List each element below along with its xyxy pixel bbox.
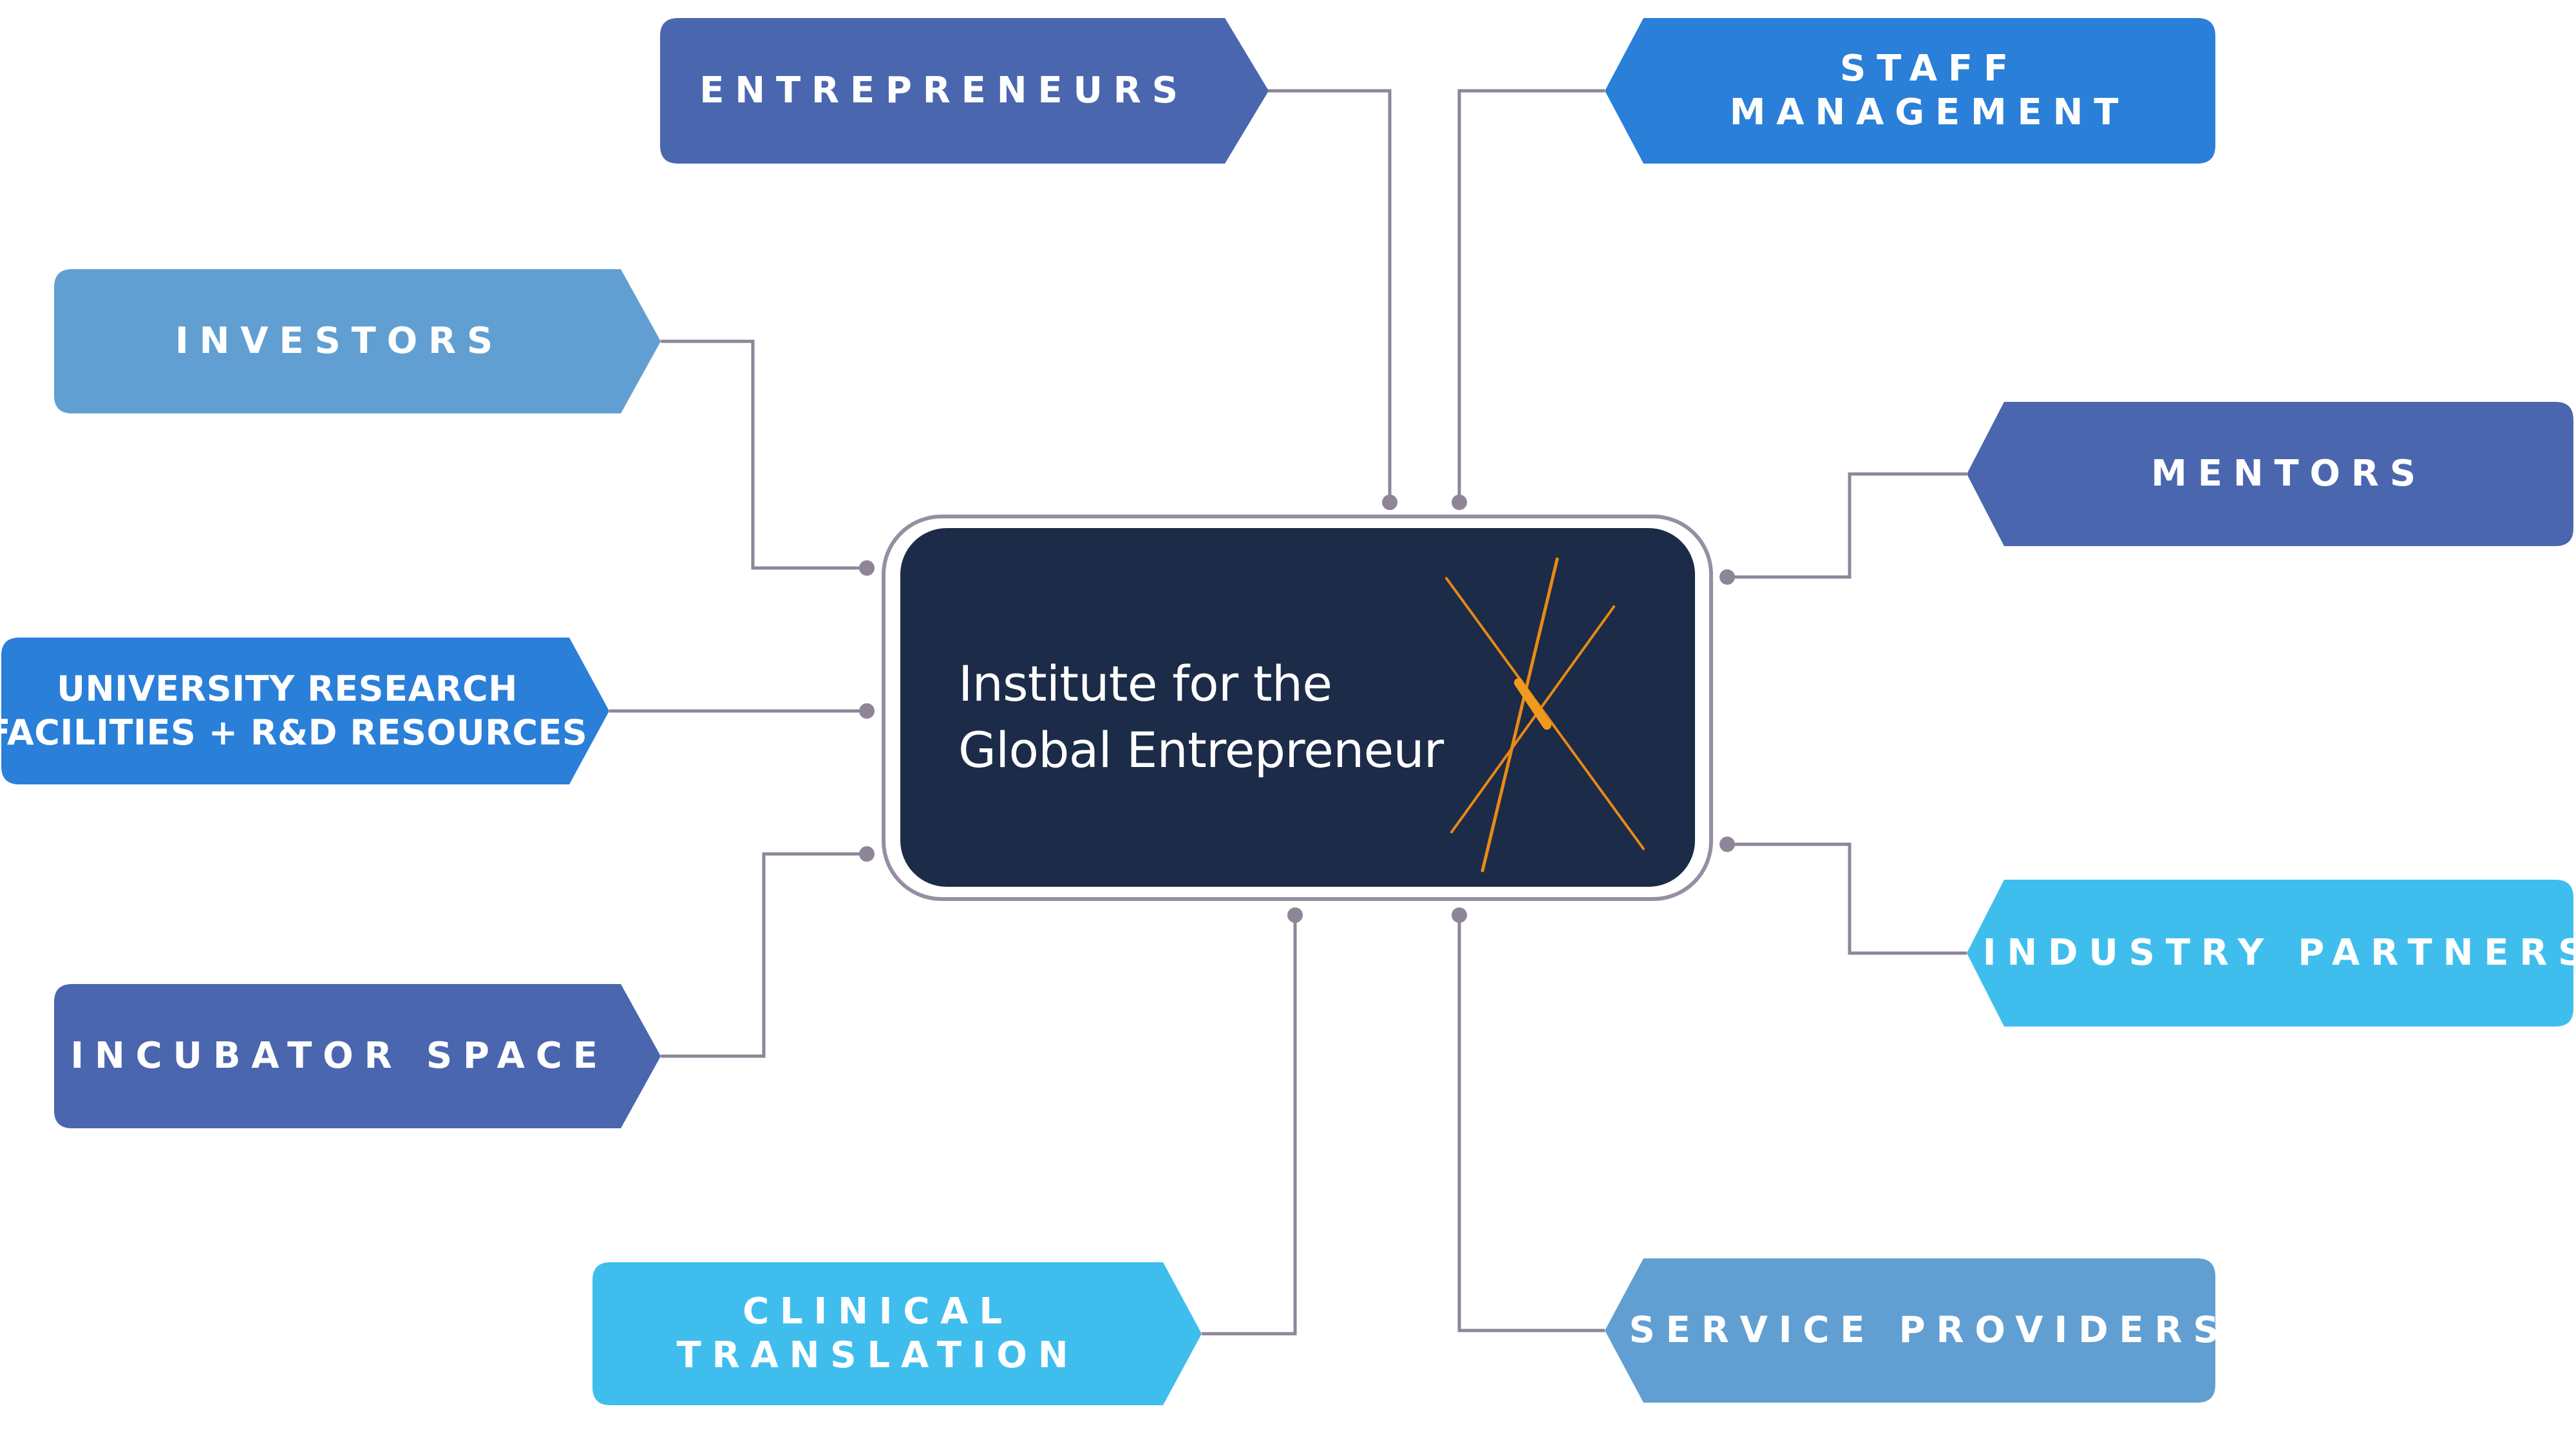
connector-mentors: [1727, 472, 1967, 579]
node-staff-management: [1605, 18, 2215, 164]
connector-dots: [859, 495, 1735, 923]
node-university: [1, 638, 609, 784]
connector-dot: [1719, 569, 1735, 585]
connector-dot: [1287, 907, 1303, 923]
connector-clinical-translation: [1202, 915, 1297, 1336]
connector-dot: [1719, 837, 1735, 852]
node-service-providers: [1605, 1258, 2215, 1403]
connector-service-providers: [1457, 915, 1605, 1332]
node-industry-partners: [1967, 880, 2573, 1027]
connector-dot: [1452, 495, 1467, 510]
connector-dot: [1382, 495, 1397, 510]
logo-x-icon: [1445, 557, 1645, 873]
center-node: [882, 515, 1713, 901]
node-incubator-space: [54, 984, 661, 1128]
node-clinical-translation: [592, 1262, 1202, 1405]
center-node-panel: [900, 528, 1695, 887]
node-investors: [54, 269, 661, 413]
connector-industry-partners: [1727, 842, 1967, 955]
node-entrepreneurs: [660, 18, 1269, 164]
connector-incubator-space: [661, 852, 867, 1058]
connector-dot: [1452, 907, 1467, 923]
node-mentors: [1967, 402, 2573, 546]
connector-dot: [859, 703, 875, 719]
nodes: [1, 18, 2573, 1405]
connector-dot: [859, 846, 875, 862]
center-title: Institute for the Global Entrepreneur: [958, 650, 1444, 784]
connector-staff-management: [1457, 89, 1605, 502]
center-title-line-1: Institute for the: [958, 655, 1332, 712]
center-title-line-2: Global Entrepreneur: [958, 721, 1444, 779]
connector-investors: [661, 339, 867, 570]
connectors: [609, 89, 1967, 1336]
connector-dot: [859, 560, 875, 576]
connector-entrepreneurs: [1262, 89, 1392, 502]
